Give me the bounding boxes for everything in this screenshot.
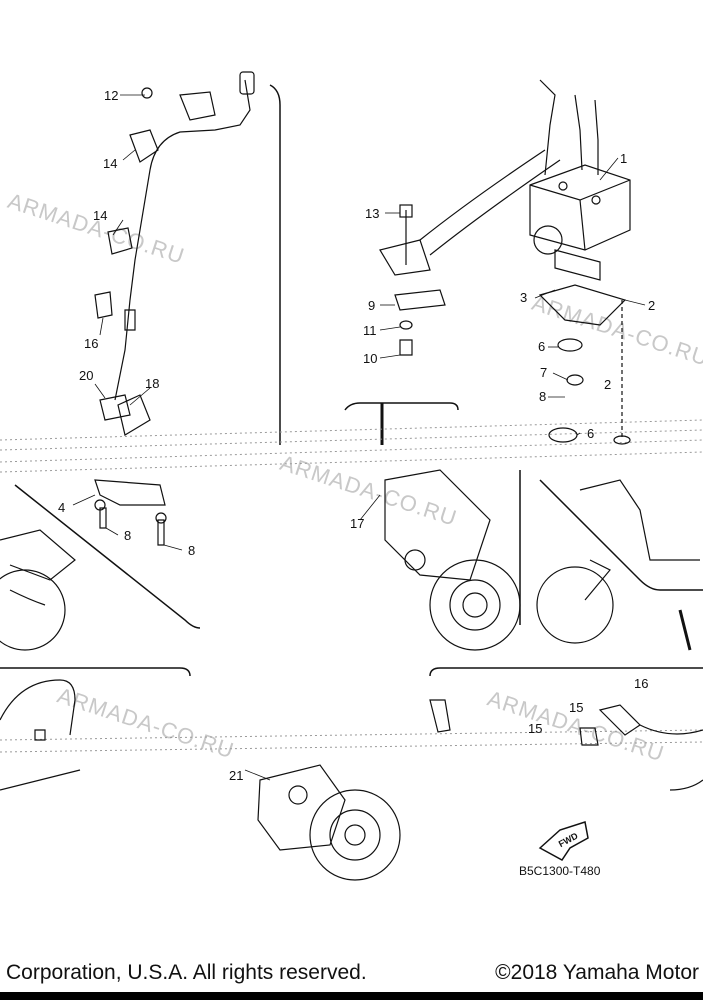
callout-2: 2 (604, 377, 611, 392)
callout-16: 16 (84, 336, 98, 351)
callout-14: 14 (93, 208, 107, 223)
callout-21: 21 (229, 768, 243, 783)
callout-17: 17 (350, 516, 364, 531)
callout-2: 2 (648, 298, 655, 313)
callout-6: 6 (538, 339, 545, 354)
callout-15: 15 (528, 721, 542, 736)
callout-4: 4 (58, 500, 65, 515)
leader-lines (72, 94, 646, 781)
scan-noise-band (0, 419, 703, 753)
callout-9: 9 (368, 298, 375, 313)
watermark-text: ARMADA-CO.RU (5, 188, 188, 269)
callout-14: 14 (103, 156, 117, 171)
watermark-text: ARMADA-CO.RU (484, 686, 667, 767)
callout-numbers: 12 14 14 16 20 18 4 8 8 13 9 11 10 1 3 2… (58, 88, 655, 783)
copyright-right: ©2018 Yamaha Motor (495, 961, 699, 984)
callout-20: 20 (79, 368, 93, 383)
callout-8: 8 (188, 543, 195, 558)
rear-brake-disc (257, 764, 401, 881)
callout-15: 15 (569, 700, 583, 715)
exploded-parts-diagram: ARMADA-CO.RU ARMADA-CO.RU ARMADA-CO.RU A… (0, 71, 703, 881)
copyright-footer: Corporation, U.S.A. All rights reserved.… (0, 955, 703, 1000)
rear-harness (0, 679, 703, 791)
callout-13: 13 (365, 206, 379, 221)
footer-bar (0, 992, 703, 1000)
sensor-harness-left (94, 71, 255, 546)
callout-6: 6 (587, 426, 594, 441)
diagram-code: B5C1300-T480 (519, 864, 601, 878)
callout-8: 8 (539, 389, 546, 404)
callout-3: 3 (520, 290, 527, 305)
front-brake-disc (384, 469, 521, 651)
watermark-text: ARMADA-CO.RU (529, 290, 703, 371)
callout-11: 11 (363, 323, 377, 338)
copyright-left: Corporation, U.S.A. All rights reserved. (6, 961, 367, 984)
section-dividers (0, 84, 703, 677)
abs-hydraulic-unit (379, 79, 631, 445)
fwd-arrow: FWD (538, 821, 589, 861)
callout-8: 8 (124, 528, 131, 543)
motorcycle-silhouette-left (0, 529, 76, 651)
callout-18: 18 (145, 376, 159, 391)
callout-16: 16 (634, 676, 648, 691)
callout-10: 10 (363, 351, 377, 366)
watermark-text: ARMADA-CO.RU (277, 450, 460, 531)
callout-7: 7 (540, 365, 547, 380)
motorcycle-silhouette-right (536, 479, 700, 651)
callout-12: 12 (104, 88, 118, 103)
callout-1: 1 (620, 151, 627, 166)
